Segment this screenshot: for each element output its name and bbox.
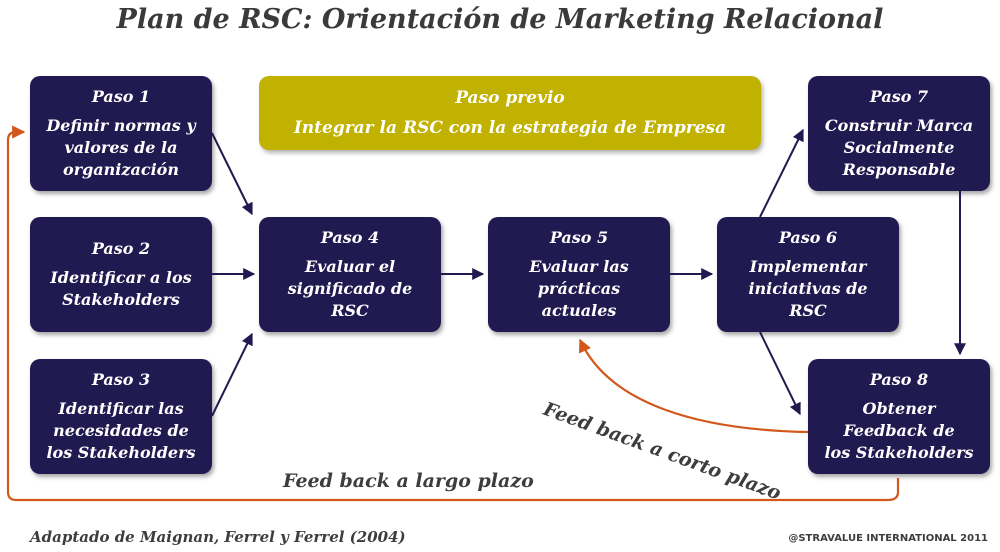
- step-5-box: Paso 5 Evaluar las prácticas actuales: [488, 217, 670, 332]
- step-4-text: Evaluar el significado de RSC: [287, 257, 413, 320]
- step-1-box: Paso 1 Definir normas y valores de la or…: [30, 76, 212, 191]
- source-citation: Adaptado de Maignan, Ferrel y Ferrel (20…: [30, 528, 406, 546]
- step-2-label: Paso 2: [91, 239, 151, 258]
- step-3-text: Identificar las necesidades de los Stake…: [46, 399, 196, 462]
- arrow-short-term-feedback: [578, 338, 809, 434]
- step-6-text: Implementar iniciativas de RSC: [748, 257, 868, 320]
- arrow-long-term-feedback: [6, 125, 900, 502]
- step-8-label: Paso 8: [869, 370, 929, 389]
- step-8-text: Obtener Feedback de los Stakeholders: [824, 399, 974, 462]
- step-4-label: Paso 4: [320, 228, 380, 247]
- step-5-text: Evaluar las prácticas actuales: [529, 257, 629, 320]
- previous-step-box: Paso previo Integrar la RSC con la estra…: [259, 76, 761, 150]
- step-4-box: Paso 4 Evaluar el significado de RSC: [259, 217, 441, 332]
- arrow-step1-to-step4: [211, 132, 253, 216]
- diagram-title: Plan de RSC: Orientación de Marketing Re…: [116, 4, 884, 35]
- step-6-label: Paso 6: [778, 228, 838, 247]
- previous-step-text: Integrar la RSC con la estrategia de Emp…: [293, 118, 727, 138]
- arrow-step3-to-step4: [211, 332, 253, 417]
- step-7-text: Construir Marca Socialmente Responsable: [824, 116, 974, 179]
- step-6-box: Paso 6 Implementar iniciativas de RSC: [717, 217, 899, 332]
- step-1-text: Definir normas y valores de la organizac…: [46, 116, 196, 179]
- arrow-step6-to-step7: [759, 128, 804, 218]
- step-5-label: Paso 5: [549, 228, 609, 247]
- step-3-box: Paso 3 Identificar las necesidades de lo…: [30, 359, 212, 474]
- copyright-notice: @STRAVALUE INTERNATIONAL 2011: [788, 533, 988, 544]
- step-1-label: Paso 1: [91, 87, 151, 106]
- long-term-feedback-label: Feed back a largo plazo: [283, 470, 534, 492]
- previous-step-label: Paso previo: [455, 88, 565, 108]
- step-7-label: Paso 7: [869, 87, 929, 106]
- step-7-box: Paso 7 Construir Marca Socialmente Respo…: [808, 76, 990, 191]
- step-2-box: Paso 2 Identificar a los Stakeholders: [30, 217, 212, 332]
- step-3-label: Paso 3: [91, 370, 151, 389]
- step-8-box: Paso 8 Obtener Feedback de los Stakehold…: [808, 359, 990, 474]
- arrow-step6-to-step8: [759, 331, 801, 416]
- step-2-text: Identificar a los Stakeholders: [50, 268, 192, 309]
